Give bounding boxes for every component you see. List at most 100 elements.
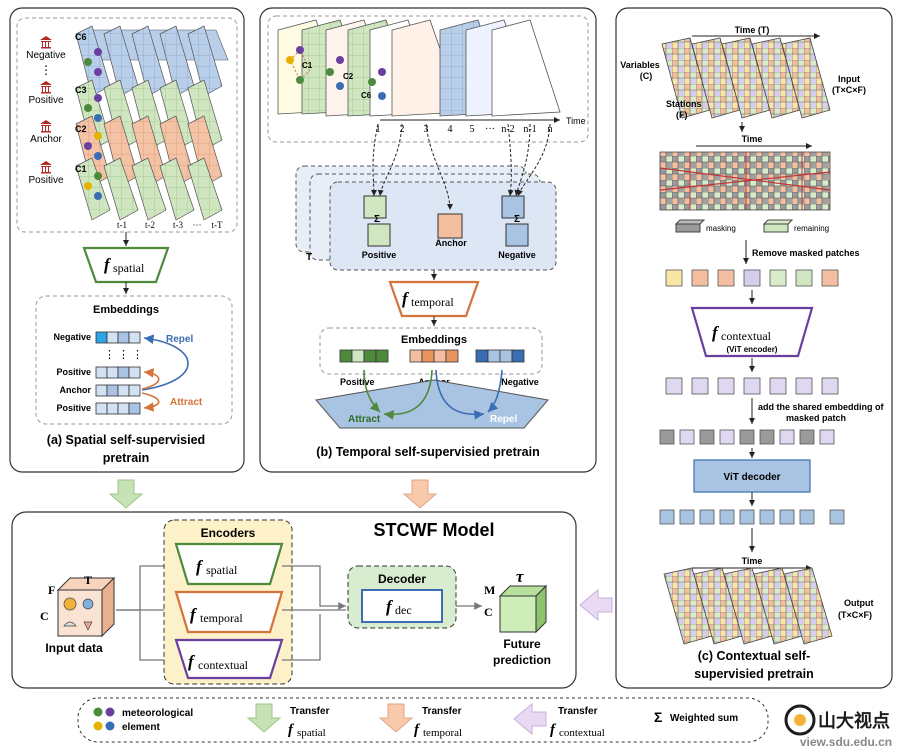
- panel-a-tick-3: ···: [193, 220, 202, 230]
- panel-a-dots: ⋮: [40, 63, 52, 77]
- panel-c-output-tensor: [663, 567, 833, 645]
- panel-a-tick-0: t-1: [117, 220, 127, 230]
- input-fanout-lines: [116, 562, 172, 664]
- panel-b-repel-label: Repel: [490, 414, 517, 425]
- panel-a-repel-label: Repel: [166, 334, 193, 345]
- panel-a-spatial-encoder: [82, 246, 170, 284]
- panel-b-link-1: [370, 123, 379, 197]
- panel-a-attract-arrow-bottom: [141, 392, 160, 412]
- panel-a-emb-dots-2: ⋮: [118, 349, 129, 361]
- panel-a-slice-id-1: C3: [75, 85, 87, 95]
- model-encoder-contextual: [174, 638, 284, 680]
- panel-a-embeddings-box: [35, 295, 233, 425]
- panel-a-label-anchor: Anchor: [30, 134, 62, 145]
- panel-a-emb-dots-1: ⋮: [104, 349, 115, 361]
- panel-b-link-3: [425, 123, 453, 211]
- panel-a-slice-id-2: C2: [75, 124, 87, 134]
- panel-b-attract-label: Attract: [348, 414, 381, 425]
- panel-b-positive-label: Positive: [362, 250, 397, 260]
- panel-b-element-graph: [286, 46, 386, 100]
- panel-b-attract-arrow-pos: [363, 369, 381, 413]
- input-dim-f: F: [48, 583, 55, 597]
- legend-contextual-sub: contextual: [559, 727, 605, 739]
- panel-b-tick-3: 4: [448, 124, 453, 135]
- panel-b-link-4: [507, 123, 514, 197]
- panel-c-encoder-caption: (ViT encoder): [727, 345, 778, 354]
- input-data-label: Input data: [45, 641, 103, 655]
- panel-b-slice-id-2: C6: [361, 91, 372, 100]
- output-dim-c: C: [484, 605, 493, 619]
- panel-c-caption-2: supervisied pretrain: [694, 667, 814, 681]
- panel-c-variables-label: Variables: [620, 60, 660, 70]
- panel-c-masking-label: masking: [706, 224, 736, 233]
- panel-b-tick-0: 1: [376, 124, 381, 135]
- legend-transfer-spatial: Transfer: [290, 706, 330, 717]
- panel-c-remaining-label: remaining: [794, 224, 829, 233]
- panel-c-remove-label: Remove masked patches: [752, 248, 860, 258]
- panel-b-link-2: [377, 123, 403, 197]
- panel-b-anchor-box: [437, 213, 463, 239]
- legend-met-line2: element: [122, 722, 160, 733]
- panel-a-emb-label-1: Positive: [56, 367, 91, 377]
- panel-a-caption-2: pretrain: [103, 451, 150, 465]
- panel-c-masked-tensor: [659, 151, 831, 211]
- future-line1: Future: [503, 637, 541, 651]
- panel-c-add-line1: add the shared embedding of: [758, 402, 885, 412]
- panel-a-slice-stack-negative: [75, 25, 229, 97]
- watermark-logo-icon: [784, 704, 816, 736]
- panel-b-encoder-sub: temporal: [411, 295, 454, 309]
- encoders-title: Encoders: [201, 526, 256, 540]
- panel-a-element-nodes: [84, 48, 102, 200]
- panel-a-emb-vectors: [95, 331, 141, 415]
- legend-spatial-sub: spatial: [297, 727, 326, 739]
- panel-c-vit-decoder: [693, 459, 811, 493]
- panel-c-encoded-patches: [665, 377, 839, 395]
- panel-b-sigma-positive: Σ: [374, 214, 380, 225]
- legend-f-temporal: f: [414, 722, 421, 738]
- panel-a-emb-label-3: Positive: [56, 403, 91, 413]
- model-decoder-block: [361, 589, 443, 623]
- panel-c-decoder-label: ViT decoder: [723, 472, 780, 483]
- panel-a-slice-id-3: C1: [75, 164, 87, 174]
- panel-c-time-top: Time (T): [735, 25, 770, 35]
- panel-a-slice-id-0: C6: [75, 32, 87, 42]
- panel-c-decoded-patches: [659, 509, 845, 525]
- transfer-arrow-temporal: [402, 479, 438, 509]
- legend-sigma: Σ: [654, 709, 662, 725]
- panel-b-emb-positive-label: Positive: [340, 377, 375, 387]
- panel-b-link-6: [517, 123, 551, 197]
- panel-a-label-positive-bottom: Positive: [28, 175, 63, 186]
- model-enc-temporal-f: f: [190, 605, 198, 624]
- panel-a-attract-arrow-top: [141, 368, 160, 390]
- panel-a-encoder-f: f: [104, 255, 112, 274]
- panel-c-contextual-encoder: [690, 306, 814, 358]
- panel-a-slice-stack-positive-bottom: [75, 157, 223, 221]
- panel-a-encoder-sub: spatial: [113, 261, 145, 275]
- model-enc-contextual-sub: contextual: [198, 658, 249, 672]
- model-enc-temporal-sub: temporal: [200, 611, 243, 625]
- panel-b-attract-arrow-anchor: [383, 369, 433, 420]
- watermark-url: view.sdu.edu.cn: [800, 735, 892, 749]
- input-dim-c: C: [40, 609, 49, 623]
- input-dim-t: T: [84, 573, 92, 587]
- panel-a-repel-arrow: [141, 334, 189, 391]
- panel-b-temporal-encoder: [388, 280, 480, 318]
- panel-c-stations-f: (F): [676, 110, 688, 120]
- legend-f-spatial: f: [288, 722, 295, 738]
- panel-a-slice-stack-anchor: [75, 115, 223, 187]
- panel-a-emb-label-2: Anchor: [60, 385, 92, 395]
- panel-b-emb-vectors: [339, 349, 525, 363]
- legend-weighted-sum: Weighted sum: [670, 713, 738, 724]
- panel-c-input-dims: (T×C×F): [832, 85, 866, 95]
- panel-c-variables-c: (C): [640, 71, 653, 81]
- legend-frame: [77, 697, 769, 743]
- panel-c-time-bottom: Time: [742, 556, 763, 566]
- transfer-arrow-spatial: [108, 479, 144, 509]
- panel-b-sigma-negative: Σ: [514, 214, 520, 225]
- future-line2: prediction: [493, 653, 551, 667]
- panel-b-negative-box: [501, 195, 529, 247]
- panel-b-negative-label: Negative: [498, 250, 536, 260]
- output-dim-tau: τ: [516, 567, 524, 586]
- panel-b-slice-id-0: C1: [302, 61, 313, 70]
